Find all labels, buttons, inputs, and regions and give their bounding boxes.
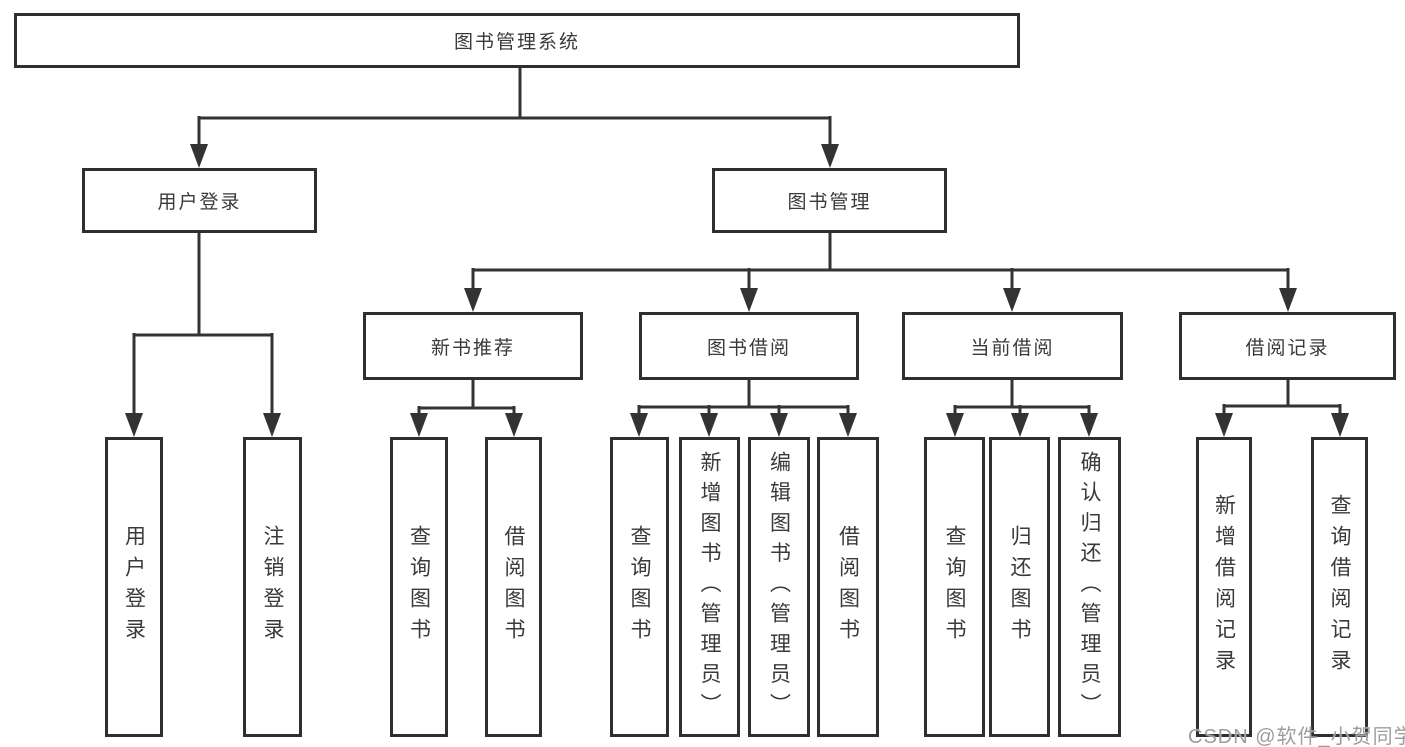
- leaf-query-books-current: 查询图书: [924, 437, 985, 737]
- node-user-login: 用户登录: [82, 168, 317, 233]
- leaf-query-books-recommend-label: 查询图书: [407, 525, 431, 649]
- leaf-return-books-label: 归还图书: [1008, 525, 1031, 649]
- leaf-user-login-label: 用户登录: [122, 525, 146, 649]
- leaf-add-books-admin: 新增图书（管理员）: [679, 437, 740, 737]
- node-current-borrowing: 当前借阅: [902, 312, 1123, 380]
- node-current-borrowing-label: 当前借阅: [970, 337, 1055, 359]
- node-root-label: 图书管理系统: [453, 32, 580, 53]
- leaf-borrow-books-recommend: 借阅图书: [485, 437, 542, 737]
- leaf-borrow-books-borrowing: 借阅图书: [817, 437, 879, 737]
- leaf-edit-books-admin: 编辑图书（管理员）: [748, 437, 810, 737]
- node-book-management-label: 图书管理: [787, 192, 872, 213]
- node-new-book-recommendation-label: 新书推荐: [430, 337, 515, 359]
- csdn-watermark: CSDN @软件_小贺同学: [1188, 726, 1405, 747]
- leaf-add-books-admin-label: 新增图书（管理员）: [698, 451, 721, 723]
- leaf-query-books-borrowing: 查询图书: [610, 437, 669, 737]
- leaf-add-borrow-record-label: 新增借阅记录: [1212, 494, 1236, 680]
- leaf-edit-books-admin-label: 编辑图书（管理员）: [767, 451, 791, 723]
- leaf-query-books-current-label: 查询图书: [943, 525, 966, 649]
- leaf-query-books-recommend: 查询图书: [390, 437, 448, 737]
- leaf-query-books-borrowing-label: 查询图书: [628, 525, 651, 649]
- node-book-borrowing-label: 图书借阅: [706, 337, 791, 359]
- node-root: 图书管理系统: [14, 13, 1020, 68]
- leaf-borrow-books-recommend-label: 借阅图书: [502, 525, 525, 649]
- node-book-management: 图书管理: [712, 168, 947, 233]
- node-book-borrowing: 图书借阅: [639, 312, 859, 380]
- leaf-query-borrow-record: 查询借阅记录: [1311, 437, 1368, 737]
- node-borrowing-records: 借阅记录: [1179, 312, 1396, 380]
- leaf-logout-label: 注销登录: [261, 525, 284, 649]
- leaf-query-borrow-record-label: 查询借阅记录: [1328, 494, 1351, 680]
- leaf-return-books: 归还图书: [989, 437, 1050, 737]
- node-user-login-label: 用户登录: [157, 192, 242, 213]
- leaf-confirm-return-admin: 确认归还（管理员）: [1058, 437, 1121, 737]
- leaf-borrow-books-borrowing-label: 借阅图书: [836, 525, 860, 649]
- node-borrowing-records-label: 借阅记录: [1245, 337, 1330, 359]
- node-new-book-recommendation: 新书推荐: [363, 312, 583, 380]
- leaf-confirm-return-admin-label: 确认归还（管理员）: [1078, 451, 1101, 723]
- leaf-user-login: 用户登录: [105, 437, 163, 737]
- leaf-add-borrow-record: 新增借阅记录: [1196, 437, 1252, 737]
- leaf-logout: 注销登录: [243, 437, 302, 737]
